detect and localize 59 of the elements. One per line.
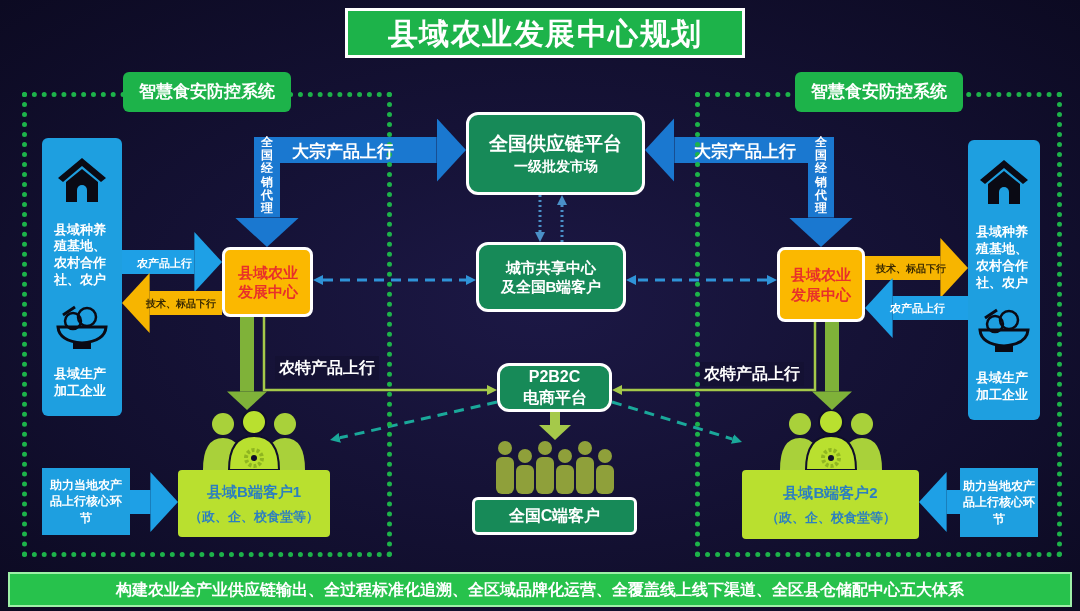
- arrow: [612, 322, 817, 395]
- note-text: 助力当地农产品上行核心环节: [962, 478, 1036, 527]
- panel-text: 县域生产加工企业: [54, 366, 107, 400]
- region-heading: 智慧食安防控系统: [794, 72, 963, 112]
- vertical-label: 全国经销代理: [815, 136, 827, 216]
- arrow: [645, 118, 853, 247]
- center-title: 县域农业发展中心: [790, 265, 852, 304]
- arrow: [539, 412, 571, 440]
- panel-text: 县域种养殖基地、农村合作社、农户: [976, 224, 1029, 292]
- card-subtitle: （政、企、校食堂等）: [189, 508, 319, 526]
- arrow: [865, 278, 968, 338]
- platform-box: [497, 363, 612, 412]
- card-title: 县域B端客户2: [783, 482, 878, 503]
- vertical-label: 全国经销代理: [261, 136, 273, 216]
- edge-label: 农特产品上行: [275, 356, 379, 380]
- arrow: [919, 472, 960, 532]
- region-heading: 智慧食安防控系统: [123, 72, 291, 112]
- card-title: 县域B端客户1: [206, 481, 302, 502]
- edge-label: 大宗产品上行: [291, 141, 395, 163]
- arrow: [812, 322, 852, 410]
- box-title: 全国供应链平台: [489, 132, 622, 157]
- card-title: 全国C端客户: [508, 506, 601, 526]
- edge-label: 农特产品上行: [700, 362, 804, 386]
- arrow: [313, 275, 476, 285]
- center-box: [222, 247, 313, 317]
- arrow: [330, 400, 498, 443]
- panel-text: 县域生产加工企业: [976, 370, 1029, 404]
- edge-label: 技术、标品下行: [875, 262, 947, 276]
- center-box: [777, 247, 865, 322]
- arrow: [865, 238, 968, 298]
- arrow: [535, 195, 545, 242]
- arrow: [227, 317, 267, 410]
- source-panel: [42, 138, 122, 416]
- edge-label: 农产品上行: [136, 256, 193, 271]
- center-title: 县域农业发展中心: [236, 262, 299, 302]
- note-text: 助力当地农产品上行核心环节: [49, 477, 123, 526]
- arrow: [122, 273, 222, 333]
- box-title: 城市共享中心及全国B端客户: [500, 257, 602, 297]
- box-subtitle: 一级批发市场: [513, 156, 598, 175]
- arrow: [235, 118, 466, 247]
- card-subtitle: （政、企、校食堂等）: [765, 509, 896, 527]
- platform-box: [476, 242, 626, 312]
- edge-label: 农产品上行: [889, 301, 946, 316]
- title-banner: 县域农业发展中心规划: [345, 8, 745, 58]
- note-box: [960, 468, 1038, 537]
- box-title: P2B2C 电商平台: [521, 366, 588, 408]
- edge-label: 大宗产品上行: [693, 141, 797, 163]
- arrow: [557, 195, 567, 242]
- arrow: [122, 232, 222, 292]
- note-box: [42, 468, 130, 535]
- platform-box: [466, 112, 645, 195]
- source-panel: [968, 140, 1040, 420]
- footer-banner: 构建农业全产业供应链输出、全过程标准化追溯、全区域品牌化运营、全覆盖线上线下渠道、全区县仓储配中心五大体系: [8, 572, 1072, 607]
- panel-text: 县域种养殖基地、农村合作社、农户: [54, 221, 107, 290]
- edge-label: 技术、标品下行: [145, 297, 217, 311]
- arrow: [626, 275, 777, 285]
- arrow: [130, 472, 178, 532]
- arrow: [611, 400, 742, 444]
- arrow: [262, 317, 497, 395]
